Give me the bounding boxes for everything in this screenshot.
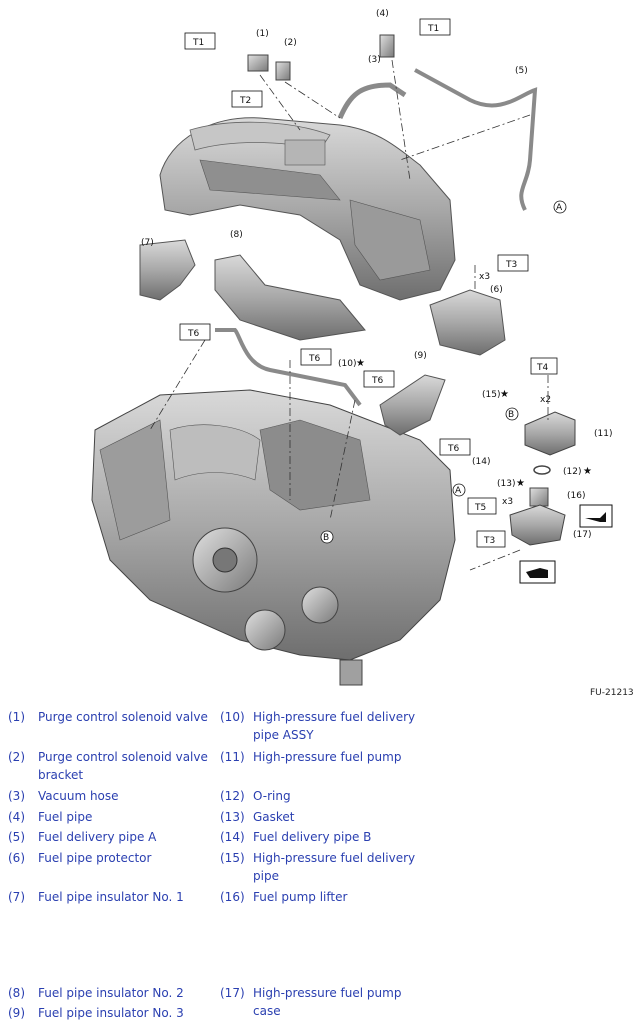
legend-num: (2)	[8, 750, 25, 764]
callout-16: (16)	[567, 491, 585, 501]
legend-text: Purge control solenoid valve	[38, 710, 208, 724]
x3-bottom: x3	[502, 497, 513, 507]
callout-2: (2)	[284, 38, 297, 48]
figure-code: FU-21213	[590, 688, 634, 698]
torque-t3-bottom: T3	[483, 536, 495, 546]
callout-10: (10)	[338, 359, 356, 369]
callout-14: (14)	[472, 457, 490, 467]
hp-fuel-pump-case	[509, 504, 566, 546]
callout-4: (4)	[376, 9, 389, 19]
hp-fuel-pump	[524, 411, 576, 456]
fuel-pump-lifter	[529, 487, 549, 507]
torque-t4: T4	[536, 363, 548, 373]
star-10: ★	[356, 358, 365, 369]
star-12: ★	[583, 466, 592, 477]
grease-icon	[579, 504, 613, 528]
star-15: ★	[500, 389, 509, 400]
callout-6: (6)	[490, 285, 503, 295]
callout-9: (9)	[414, 351, 427, 361]
torque-t1-right: T1	[427, 24, 439, 34]
legend-text: Vacuum hose	[38, 789, 119, 803]
legend-num: (3)	[8, 789, 25, 803]
fuel-pipe	[379, 34, 395, 58]
legend-num: (9)	[8, 1006, 25, 1020]
ref-b-engine: B	[323, 533, 329, 543]
callout-8: (8)	[230, 230, 243, 240]
legend-text: Purge control solenoid valve bracket	[38, 750, 208, 782]
hp-delivery-pipe-assy	[215, 328, 362, 407]
ref-a-top: A	[556, 203, 563, 213]
vacuum-hose	[337, 82, 407, 119]
leader-lines	[149, 59, 549, 571]
insulator-no2	[214, 254, 366, 341]
star-13: ★	[516, 478, 525, 489]
torque-t2: T2	[239, 96, 251, 106]
legend-text: Fuel pipe insulator No. 3	[38, 1006, 184, 1020]
legend-num: (17)	[220, 986, 245, 1000]
purge-solenoid-valve	[247, 54, 269, 72]
callout-11: (11)	[594, 429, 612, 439]
legend-num: (14)	[220, 830, 245, 844]
fuel-pipe-protector	[429, 289, 506, 356]
engine-block	[91, 389, 456, 686]
legend-text: Fuel delivery pipe B	[253, 830, 372, 844]
x2-label: x2	[540, 395, 551, 405]
legend-text: Fuel pipe insulator No. 2	[38, 986, 184, 1000]
callout-12: (12)	[563, 467, 581, 477]
insulator-no1	[139, 239, 196, 301]
legend-num: (4)	[8, 810, 25, 824]
torque-t6-left: T6	[187, 329, 199, 339]
ref-b-right: B	[508, 410, 514, 420]
legend-text: Fuel delivery pipe A	[38, 830, 157, 844]
purge-valve-bracket	[275, 61, 291, 81]
fuel-delivery-pipe-a	[414, 68, 538, 211]
callout-7: (7)	[141, 238, 154, 248]
callout-3: (3)	[368, 55, 381, 65]
exploded-parts-diagram: (1) (2) (3) (4) (5) (6) (7) (8) (9) (10)…	[91, 9, 613, 686]
oil-icon	[519, 560, 556, 584]
legend-text: High-pressure fuel delivery pipe	[253, 851, 416, 883]
legend-num: (7)	[8, 890, 25, 904]
x3-top: x3	[479, 272, 490, 282]
callout-15: (15)	[482, 390, 500, 400]
ref-a-bottom: A	[455, 486, 462, 496]
legend-text: High-pressure fuel pump case	[253, 986, 402, 1018]
legend-num: (8)	[8, 986, 25, 1000]
callout-13: (13)	[497, 479, 515, 489]
legend-num: (1)	[8, 710, 25, 724]
torque-t3-top: T3	[505, 260, 517, 270]
legend-text: Fuel pump lifter	[253, 890, 348, 904]
torque-t6-pump: T6	[447, 444, 459, 454]
legend-text: Fuel pipe protector	[38, 851, 152, 865]
legend-text: Fuel pipe insulator No. 1	[38, 890, 184, 904]
legend-num: (6)	[8, 851, 25, 865]
legend-text: Gasket	[253, 810, 295, 824]
legend-num: (11)	[220, 750, 245, 764]
legend-text: Fuel pipe	[38, 810, 93, 824]
legend-num: (15)	[220, 851, 245, 865]
insulator-no3	[379, 374, 446, 436]
legend-num: (13)	[220, 810, 245, 824]
callout-5: (5)	[515, 66, 528, 76]
legend-num: (5)	[8, 830, 25, 844]
legend-num: (10)	[220, 710, 245, 724]
legend-text: High-pressure fuel delivery pipe ASSY	[253, 710, 416, 742]
legend-num: (16)	[220, 890, 245, 904]
o-ring	[533, 465, 551, 475]
torque-t5: T5	[474, 503, 486, 513]
torque-t6-mid: T6	[308, 354, 320, 364]
callout-17: (17)	[573, 530, 591, 540]
intake-manifold	[159, 117, 456, 301]
torque-t6-right: T6	[371, 376, 383, 386]
callout-1: (1)	[256, 29, 269, 39]
legend-num: (12)	[220, 789, 245, 803]
torque-t1-left: T1	[192, 38, 204, 48]
legend-text: High-pressure fuel pump	[253, 750, 402, 764]
legend-text: O-ring	[253, 789, 291, 803]
